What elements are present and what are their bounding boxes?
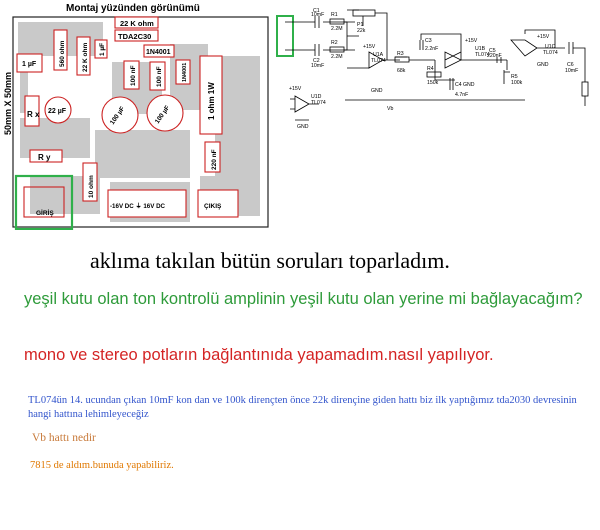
- res-10ohm: [82, 162, 98, 202]
- lbl-c2: C2: [313, 58, 320, 64]
- lbl-vcc-d: +15V: [289, 86, 302, 92]
- ic-tda2c30: [114, 29, 159, 42]
- lbl-gnd-c: GND: [537, 62, 549, 68]
- res-1ohm-1w: [199, 55, 223, 135]
- lbl-r1: R1: [331, 12, 338, 18]
- lbl-c5: C5: [489, 48, 496, 54]
- post-heading: aklıma takılan bütün soruları toparladım…: [90, 248, 450, 273]
- lbl-c3: C3: [425, 38, 432, 44]
- question-tl074-pin14: TL074ün 14. ucundan çıkan 10mF kon dan v…: [28, 395, 577, 420]
- lbl-u1d: U1D: [311, 94, 322, 100]
- cikis-connector: [197, 189, 239, 218]
- lbl-c4v: 4.7nF: [455, 92, 468, 98]
- pcb-title: Montaj yüzünden görünümü: [66, 3, 200, 14]
- lbl-c100nf-a: 100 nF: [130, 65, 137, 86]
- lbl-c220nf: 220 nF: [211, 149, 218, 170]
- lbl-tl-b: TL074: [475, 52, 490, 58]
- lbl-r10ohm: 10 ohm: [88, 175, 95, 198]
- lbl-r2v: 2.2M: [331, 54, 343, 60]
- cap-100uf-a: [101, 96, 139, 134]
- question-green-box: yeşil kutu olan ton kontrolü amplinin ye…: [24, 290, 583, 308]
- cap-1uf-b: [94, 39, 108, 59]
- question-pot-connection: mono ve stereo potların bağlantınıda yap…: [24, 346, 494, 364]
- lbl-r4: R4: [427, 66, 434, 72]
- lbl-ry: R y: [38, 153, 51, 162]
- lbl-giris: GİRİŞ: [36, 209, 54, 217]
- lbl-r1v: 2.2M: [331, 26, 343, 32]
- lbl-cikis: ÇIKIŞ: [204, 203, 222, 210]
- lbl-c1: C1: [313, 8, 320, 14]
- lbl-rx: R x: [27, 110, 40, 119]
- res-22k-side: [76, 36, 91, 76]
- lbl-vcc-a: +15V: [363, 44, 376, 50]
- lbl-c100nf-b: 100 nF: [156, 66, 163, 87]
- pcb-size-label: 50mm X 50mm: [3, 72, 13, 135]
- lbl-u1a: U1A: [373, 52, 384, 58]
- lbl-tl-c: TL074: [543, 50, 558, 56]
- lbl-gnd-d: GND: [297, 124, 309, 130]
- res-560: [53, 29, 68, 71]
- lbl-vb: Vb: [387, 106, 393, 112]
- lbl-c6v: 10mF: [565, 68, 578, 74]
- lbl-vcc-c: +15V: [537, 34, 550, 40]
- question-vb-line: Vb hattı nedir: [32, 432, 96, 444]
- lbl-d1: 1N4001: [146, 49, 171, 56]
- res-rx: [24, 95, 40, 127]
- lbl-r1ohm: 1 ohm 1W: [207, 82, 216, 120]
- lbl-p1v: 22k: [357, 28, 366, 34]
- pcb-layout-diagram: Montaj yüzünden görünümü 50mm X 50mm: [0, 0, 275, 230]
- lbl-c5v: 220nF: [487, 53, 502, 59]
- lbl-r3: R3: [397, 51, 404, 57]
- cap-22uf: [44, 96, 72, 124]
- giris-connector: [23, 186, 65, 218]
- lbl-tl-d: TL074: [311, 100, 326, 106]
- lbl-c22uf: 22 µF: [48, 108, 67, 115]
- power-connector: [107, 189, 187, 218]
- diode-1: [143, 44, 175, 58]
- lbl-c4: C4: [455, 82, 462, 88]
- cap-1uf: [16, 53, 43, 73]
- lbl-c1v: 10mF: [311, 12, 324, 18]
- lbl-power: -16V DC ⏚ 16V DC: [110, 202, 166, 210]
- cap-220nf: [204, 141, 221, 173]
- lbl-u1b: U1B: [475, 46, 486, 52]
- lbl-d2: 1N4001: [182, 63, 188, 82]
- schematic-wires: [285, 9, 589, 121]
- cap-100nf-b: [149, 61, 166, 91]
- lbl-c1uf-b: 1 µF: [99, 43, 106, 56]
- lbl-c2v: 10mF: [311, 63, 324, 69]
- diode-2: [175, 59, 191, 85]
- lbl-gnd-a: GND: [371, 88, 383, 94]
- giris-green-box: [14, 174, 74, 230]
- lbl-gnd-b: GND: [463, 82, 475, 88]
- lbl-r5: R5: [511, 74, 518, 80]
- lbl-r5v: 100k: [511, 80, 523, 86]
- note-7815: 7815 de aldım.bunuda yapabiliriz.: [30, 460, 174, 471]
- lbl-ic: TDA2C30: [118, 32, 151, 41]
- tone-control-schematic: C1 10mF C2 10mF R1 2.2M R2 2.2M P1 22k +…: [275, 0, 600, 130]
- lbl-r22k-top: 22 K ohm: [120, 19, 154, 28]
- cap-100uf-b: [146, 94, 184, 132]
- input-green-box: [276, 15, 294, 57]
- lbl-r3v: 68k: [397, 68, 406, 74]
- lbl-c1uf: 1 µF: [22, 61, 37, 68]
- lbl-r4v: 150k: [427, 80, 439, 86]
- lbl-tl-a: TL074: [371, 58, 386, 64]
- cap-100nf-a: [123, 60, 140, 90]
- lbl-u1c: U1C: [545, 44, 556, 50]
- lbl-r2: R2: [331, 40, 338, 46]
- r22k-top: [114, 16, 159, 29]
- res-ry: [29, 149, 63, 163]
- lbl-vcc-b: +15V: [465, 38, 478, 44]
- lbl-r22k-side: 22 K ohm: [82, 43, 89, 72]
- lbl-p1: P1: [357, 22, 363, 28]
- lbl-r560: 560 ohm: [59, 40, 66, 67]
- lbl-c3v: 2.2nF: [425, 46, 438, 52]
- lbl-c6: C6: [567, 62, 574, 68]
